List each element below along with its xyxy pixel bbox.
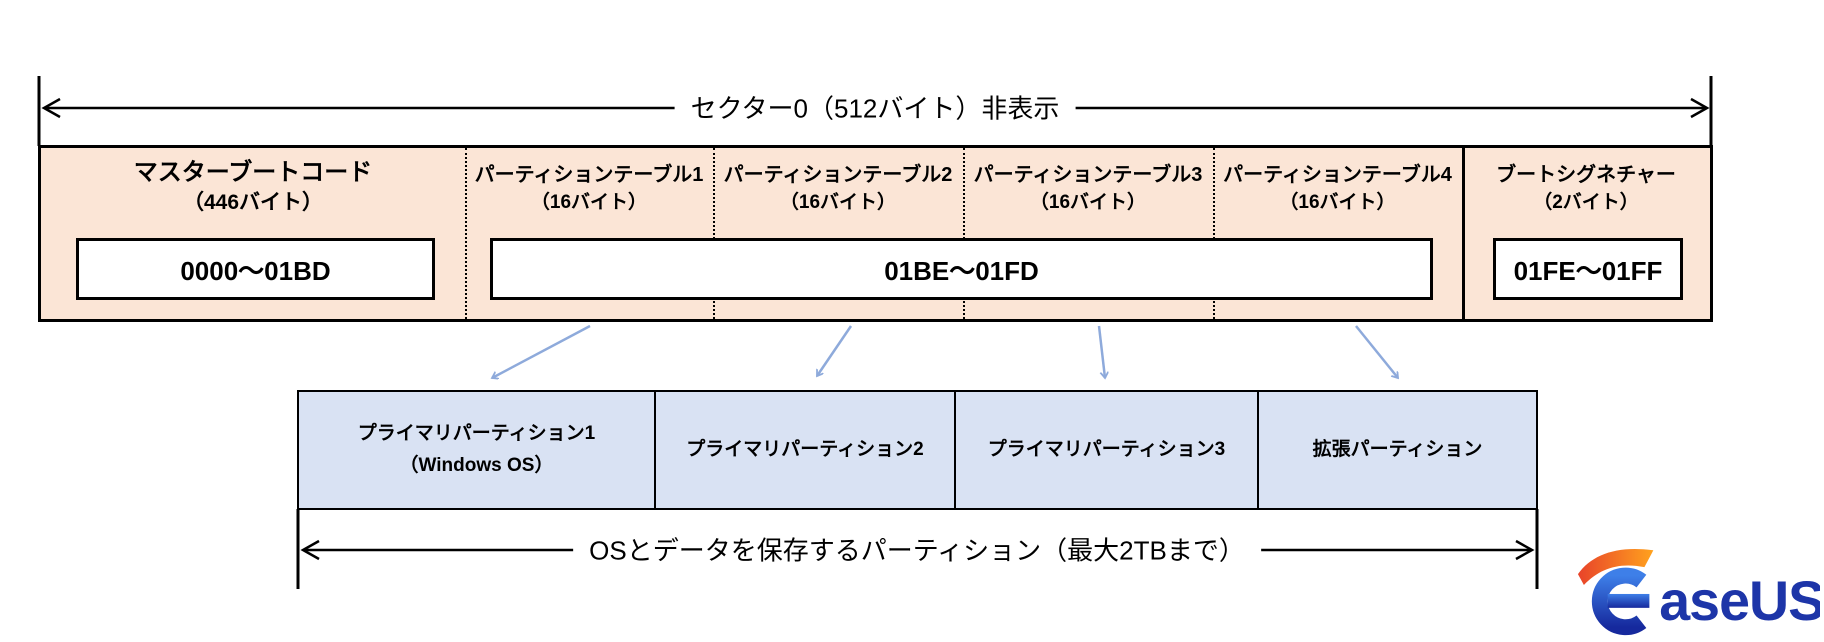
section-partition-table-4: パーティションテーブル4 （16バイト） (1213, 148, 1462, 216)
connector-arrow-3-icon (1097, 325, 1105, 378)
logo-orange-swoosh (1577, 548, 1654, 586)
section-boot-signature: ブートシグネチャー （2バイト） (1462, 148, 1710, 216)
sector-measure-label: セクター0（512バイト）非表示 (674, 88, 1076, 126)
easeus-logo-graphic: aseUS (1577, 548, 1824, 636)
section-size: （16バイト） (530, 192, 648, 213)
partition-label: プライマリパーティション2 (686, 439, 924, 460)
connector-arrow-4-icon (1355, 325, 1398, 378)
partition-box-primary-2: プライマリパーティション2 (654, 390, 956, 510)
section-partition-table-1: パーティションテーブル1 （16バイト） (465, 148, 713, 216)
arrowhead-right-icon (1690, 97, 1710, 119)
connector-arrow-2-icon (815, 325, 853, 376)
section-size: （16バイト） (1029, 192, 1147, 213)
section-title: パーティションテーブル2 (723, 164, 953, 186)
section-partition-table-2: パーティションテーブル2 （16バイト） (713, 148, 963, 216)
range-box-partition-tables: 01BE〜01FD (490, 238, 1433, 300)
range-value: 01FE〜01FF (1513, 255, 1663, 286)
section-size: （16バイト） (1279, 192, 1396, 213)
logo-wordmark: aseUS (1659, 570, 1820, 632)
connector-arrow-1-icon (492, 324, 591, 378)
arrowhead-right-icon (1515, 539, 1535, 561)
section-partition-table-3: パーティションテーブル3 （16バイト） (963, 148, 1213, 216)
section-title: ブートシグネチャー (1496, 164, 1676, 186)
partition-box-primary-3: プライマリパーティション3 (954, 390, 1259, 510)
partition-label: プライマリパーティション1 (357, 423, 596, 444)
range-value: 0000〜01BD (180, 255, 331, 286)
easeus-logo: aseUS (1572, 542, 1824, 636)
arrowhead-left-icon (300, 539, 320, 561)
connector-arrows (492, 324, 1398, 378)
section-title: マスターブートコード (133, 159, 373, 186)
section-master-boot-code: マスターブートコード （446バイト） (41, 148, 465, 216)
arrowhead-left-icon (41, 97, 61, 119)
partition-measure-label: OSとデータを保存するパーティション（最大2TBまで） (573, 530, 1261, 568)
partition-label: プライマリパーティション3 (987, 439, 1226, 460)
sector0-box: マスターブートコード （446バイト） パーティションテーブル1 （16バイト）… (38, 145, 1713, 322)
partition-box-primary-1: プライマリパーティション1 （Windows OS） (297, 390, 656, 510)
section-title: パーティションテーブル3 (973, 164, 1203, 186)
partition-label: 拡張パーティション (1312, 439, 1483, 460)
partition-box-extended: 拡張パーティション (1257, 390, 1538, 510)
range-value: 01BE〜01FD (884, 255, 1039, 286)
divider-pt2-pt3 (963, 148, 965, 319)
section-size: （446バイト） (182, 191, 324, 214)
logo-e-bar (1607, 593, 1650, 608)
section-size: （2バイト） (1533, 192, 1639, 213)
logo-e-arc (1591, 567, 1647, 636)
divider-pt4-bootsig (1462, 148, 1465, 319)
range-box-master-boot-code: 0000〜01BD (76, 238, 435, 300)
divider-pt3-pt4 (1213, 148, 1215, 319)
section-title: パーティションテーブル1 (474, 164, 704, 186)
partition-sublabel: （Windows OS） (399, 455, 554, 476)
divider-pt1-pt2 (713, 148, 715, 319)
section-title: パーティションテーブル4 (1223, 164, 1452, 186)
range-box-boot-signature: 01FE〜01FF (1493, 238, 1683, 300)
divider-mbc-pt1 (465, 148, 467, 319)
section-size: （16バイト） (779, 192, 897, 213)
